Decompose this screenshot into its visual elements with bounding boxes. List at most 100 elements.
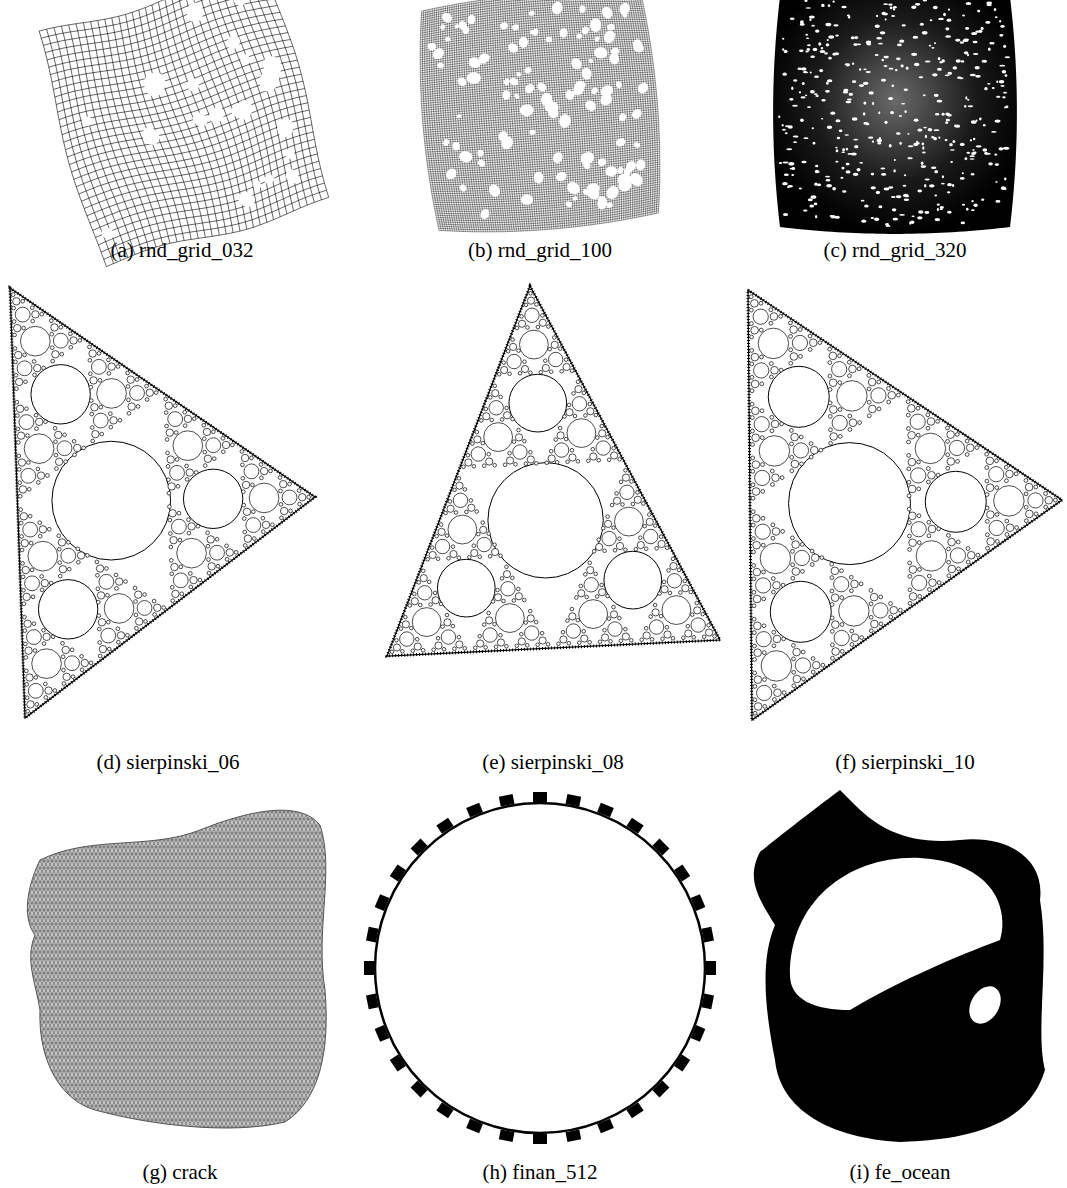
mesh-hole xyxy=(985,21,990,24)
gasket-hole xyxy=(174,431,178,435)
mesh-hole xyxy=(804,0,807,2)
gasket-hole xyxy=(751,380,759,388)
gasket-hole xyxy=(659,614,663,618)
mesh-hole xyxy=(231,0,249,8)
gasket-hole xyxy=(599,430,606,437)
gasket-hole xyxy=(588,561,592,565)
gasket-hole xyxy=(631,502,635,506)
ring-block xyxy=(366,994,379,1010)
mesh-hole xyxy=(1003,45,1006,48)
gasket-hole xyxy=(986,457,994,465)
mesh-hole xyxy=(813,48,818,51)
gasket-hole xyxy=(269,469,273,473)
mesh-hole xyxy=(606,23,615,31)
gasket-hole xyxy=(221,436,225,440)
gasket-hole xyxy=(25,576,40,591)
gasket-hole xyxy=(74,444,81,451)
gasket-hole xyxy=(909,593,917,601)
mesh-hole xyxy=(871,173,874,176)
mesh-hole xyxy=(477,149,484,157)
mesh-hole xyxy=(999,80,1005,84)
mesh-hole xyxy=(809,204,814,207)
gasket-hole xyxy=(202,437,206,441)
mesh-hole xyxy=(876,191,880,194)
mesh-hole xyxy=(896,57,901,60)
mesh-hole xyxy=(859,84,864,87)
mesh-hole xyxy=(968,105,973,107)
gasket-hole xyxy=(542,364,549,371)
mesh-hole xyxy=(962,172,964,174)
gasket-hole xyxy=(753,595,761,603)
mesh-hole xyxy=(971,200,973,202)
gasket-hole xyxy=(81,659,88,666)
mesh-hole xyxy=(833,0,835,2)
gasket-hole xyxy=(820,556,824,560)
gasket-hole xyxy=(173,431,203,461)
mesh-hole xyxy=(917,216,922,219)
mesh-hole xyxy=(967,53,969,56)
mesh-hole xyxy=(937,68,942,71)
gasket-hole xyxy=(536,643,540,647)
mesh-hole xyxy=(930,19,933,21)
gasket-hole xyxy=(445,613,449,617)
gasket-hole xyxy=(753,711,757,715)
gasket-hole xyxy=(658,592,662,596)
gasket-hole xyxy=(28,683,43,698)
gasket-hole xyxy=(937,581,941,585)
mesh-hole xyxy=(786,148,792,150)
mesh-hole xyxy=(881,173,886,176)
mesh-hole xyxy=(955,39,960,42)
mesh-hole xyxy=(861,200,865,202)
gasket-hole xyxy=(13,298,20,305)
gasket-hole xyxy=(483,628,497,642)
mesh-hole xyxy=(783,162,789,164)
mesh-hole xyxy=(986,4,992,6)
gasket-hole xyxy=(496,588,500,592)
mesh-hole xyxy=(791,87,793,90)
gasket-hole xyxy=(908,458,916,466)
gasket-hole xyxy=(106,593,110,597)
gasket-hole xyxy=(793,648,801,656)
gasket-hole xyxy=(38,580,97,639)
gasket-hole xyxy=(185,464,189,468)
mesh-hole xyxy=(458,183,467,193)
subfigure-caption: (f) sierpinski_10 xyxy=(835,750,974,775)
gasket-hole xyxy=(925,471,986,532)
mesh-hole xyxy=(925,135,927,138)
gasket-hole xyxy=(499,554,503,558)
gasket-hole xyxy=(415,637,419,641)
gasket-hole xyxy=(832,648,840,656)
mesh-hole xyxy=(945,121,948,124)
gasket-hole xyxy=(850,643,854,647)
mesh-hole xyxy=(995,16,998,18)
mesh-hole xyxy=(908,145,914,147)
mesh-hole xyxy=(602,29,618,45)
gasket-hole xyxy=(552,336,556,340)
gasket-hole xyxy=(165,424,169,428)
gasket-hole xyxy=(664,631,671,638)
gasket-hole xyxy=(761,489,765,493)
gasket-hole xyxy=(840,596,844,600)
gasket-hole xyxy=(867,387,871,391)
gasket-hole xyxy=(928,588,932,592)
ring-block xyxy=(652,839,669,856)
gasket-hole xyxy=(58,539,65,546)
mesh-hole xyxy=(947,211,951,214)
gasket-hole xyxy=(809,339,817,347)
gasket-hole xyxy=(22,602,26,606)
gasket-hole xyxy=(946,439,950,443)
gasket-hole xyxy=(527,615,534,622)
gasket-hole xyxy=(12,306,16,310)
mesh-hole xyxy=(973,41,978,44)
gasket-hole xyxy=(908,431,916,439)
gasket-hole xyxy=(790,455,794,459)
gasket-hole xyxy=(105,567,109,571)
gasket-hole xyxy=(850,629,854,633)
mesh-hole xyxy=(797,67,801,69)
mesh-hole xyxy=(863,122,868,125)
mesh-hole xyxy=(283,167,301,186)
gasket-hole xyxy=(114,573,118,577)
gasket-hole xyxy=(93,413,108,428)
mesh-hole xyxy=(190,110,210,129)
mesh-hole xyxy=(835,161,838,163)
